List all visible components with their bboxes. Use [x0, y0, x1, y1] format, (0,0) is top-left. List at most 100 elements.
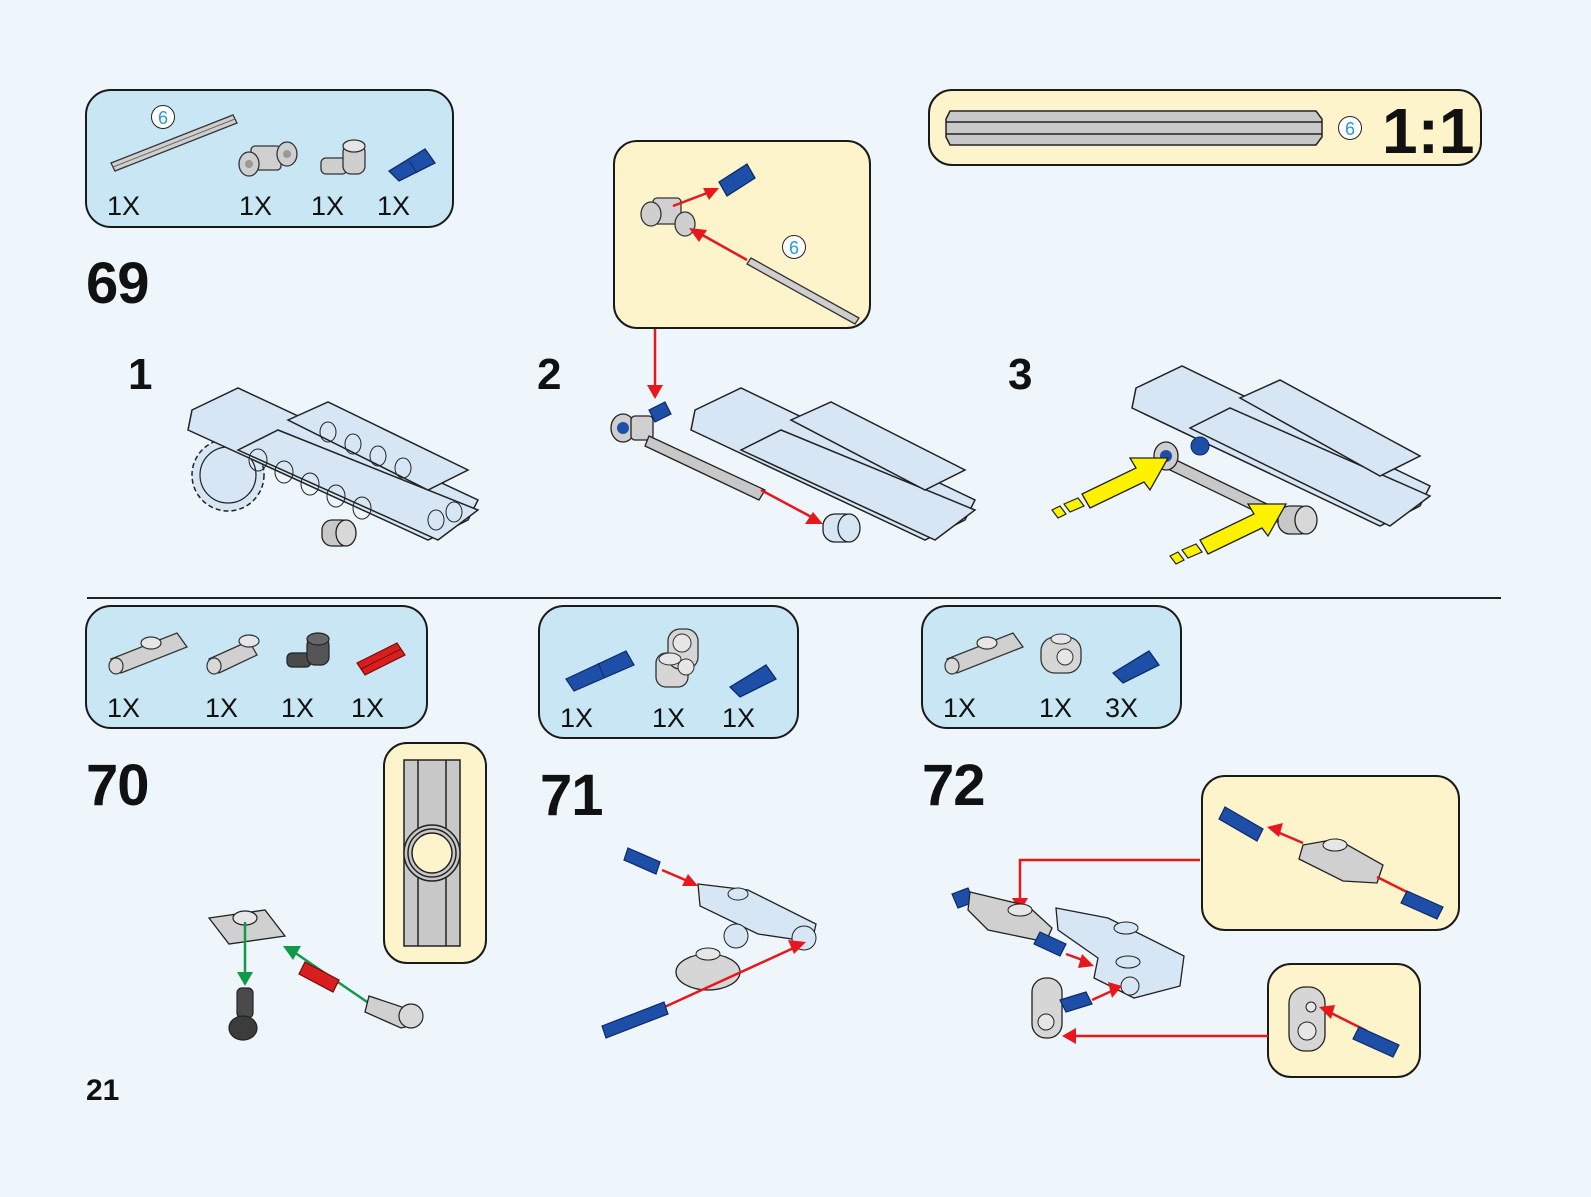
- axle-6-icon: [644, 435, 766, 501]
- perpendicular-connector-icon: [675, 947, 741, 991]
- callout-connector-arrow: [1012, 858, 1200, 912]
- assembly-callout-drawing: [640, 163, 860, 325]
- red-arrow: [760, 488, 823, 524]
- substep-number: 1: [128, 350, 153, 399]
- qty-label: 1X: [943, 693, 977, 723]
- pin-blue-icon: [1111, 650, 1160, 684]
- red-arrow: [657, 940, 806, 1012]
- axle-red-icon: [298, 961, 340, 993]
- callout-pointer-arrow: [647, 329, 663, 399]
- qty-label: 1X: [107, 693, 141, 723]
- pin-blue-icon: [718, 163, 756, 197]
- qty-label: 1X: [311, 191, 345, 221]
- pin-blue-icon: [1352, 1026, 1400, 1058]
- pin-blue-icon: [1033, 931, 1067, 957]
- length-badge: 6: [782, 235, 806, 259]
- axle-6-icon: [110, 114, 238, 172]
- green-arrow: [237, 922, 253, 986]
- pin-blue-icon: [1400, 890, 1444, 920]
- pin-blue-icon: [1059, 991, 1093, 1013]
- red-arrow: [1267, 823, 1304, 845]
- qty-label: 1X: [377, 191, 411, 221]
- parts-list-step-72: 1X 1X 3X: [921, 605, 1182, 729]
- qty-label: 1X: [560, 703, 594, 733]
- substep-3-assembly-drawing: [1051, 365, 1432, 565]
- red-arrow: [1065, 952, 1094, 968]
- parts-list-step-70: 1X 1X 1X 1X: [85, 605, 428, 729]
- substep-1-assembly-drawing: [187, 387, 480, 547]
- axle-connector-lightblue: [697, 883, 817, 951]
- step-70-assembly-drawing: [207, 909, 424, 1041]
- step-72-callout-bottom: [1267, 963, 1421, 1078]
- pin-blue-icon: [623, 847, 661, 875]
- substep-2-callout: 6: [613, 140, 871, 329]
- cross-block-icon: [1031, 977, 1063, 1039]
- axle-connector-lightblue: [1055, 907, 1185, 999]
- page-number: 21: [86, 1074, 120, 1107]
- callout-bottom-drawing: [1288, 986, 1400, 1058]
- axle-connector-perpendicular-icon: [238, 141, 298, 177]
- qty-label: 1X: [107, 191, 141, 221]
- step-72-assembly-drawing: [951, 858, 1268, 1044]
- liftarm-beam: [1131, 365, 1432, 527]
- axle-connector-hub-icon: [108, 632, 189, 675]
- section-divider: [87, 597, 1501, 599]
- qty-label: 3X: [1105, 693, 1139, 723]
- red-arrow: [689, 228, 748, 262]
- axle-red-icon: [356, 642, 406, 676]
- red-arrow: [661, 868, 698, 886]
- callout-top-drawing: [1218, 806, 1444, 920]
- perpendicular-connector-icon: [655, 628, 699, 688]
- axle-pin-connector-icon: [320, 139, 366, 175]
- parts-list-step-69: 6 1X 1X 1X 1X: [85, 89, 454, 228]
- cross-block-icon: [1040, 633, 1082, 674]
- step-number: 72: [922, 753, 986, 818]
- axle-connector-perpendicular-icon: [610, 413, 654, 443]
- axle-connector-hub-icon: [1298, 838, 1384, 884]
- step-number: 69: [86, 251, 150, 316]
- pin-blue-icon: [387, 148, 436, 182]
- beam-holes: [248, 421, 463, 531]
- parts-list-step-71: 1X 1X 1X: [538, 605, 799, 739]
- substep-number: 3: [1008, 350, 1033, 399]
- liftarm-beam: [690, 387, 977, 541]
- qty-label: 1X: [652, 703, 686, 733]
- pin-connector-dark-icon: [286, 632, 330, 668]
- pin-blue-icon: [648, 401, 672, 423]
- step-number: 70: [86, 753, 150, 818]
- cross-block-icon: [1288, 986, 1326, 1052]
- axle-connector-top-view-icon: [403, 759, 461, 947]
- qty-label: 1X: [205, 693, 239, 723]
- red-arrow: [1091, 982, 1122, 1002]
- step-70-detail-callout: [383, 742, 487, 964]
- red-arrow: [672, 188, 719, 208]
- axle-connector-hub-icon: [207, 909, 287, 945]
- step-72-callout-top: [1201, 775, 1460, 931]
- axle-connector-angled-icon: [364, 995, 424, 1029]
- length-badge: 6: [151, 105, 175, 129]
- substep-number: 2: [537, 350, 562, 399]
- pin-connector-dark-icon: [228, 987, 258, 1041]
- yellow-arrow-icon: [1051, 457, 1170, 519]
- axle-6-icon: [746, 257, 860, 325]
- pin-blue-icon: [1218, 806, 1264, 842]
- step-number: 71: [540, 763, 604, 828]
- step-71-assembly-drawing: [601, 847, 817, 1039]
- qty-label: 1X: [281, 693, 315, 723]
- axle-6-actual-size-icon: [945, 110, 1323, 146]
- axle-connector-angled-icon: [206, 634, 260, 675]
- axle-connector-hub-icon: [944, 632, 1025, 675]
- callout-connector-arrow: [1062, 1028, 1268, 1044]
- yellow-arrow-icon: [1169, 503, 1288, 565]
- axle-connector-hub-icon: [967, 891, 1053, 943]
- substep-2-assembly-drawing: [610, 387, 977, 543]
- pin-long-blue-icon: [565, 650, 635, 692]
- axle-connector-perpendicular-icon: [640, 197, 696, 237]
- scale-reference-box: 6 1:1: [928, 89, 1482, 167]
- pin-long-blue-icon: [601, 1001, 669, 1039]
- qty-label: 1X: [351, 693, 385, 723]
- pin-blue-icon: [728, 664, 777, 698]
- qty-label: 1X: [722, 703, 756, 733]
- qty-label: 1X: [1039, 693, 1073, 723]
- grey-connector-icon: [321, 519, 357, 547]
